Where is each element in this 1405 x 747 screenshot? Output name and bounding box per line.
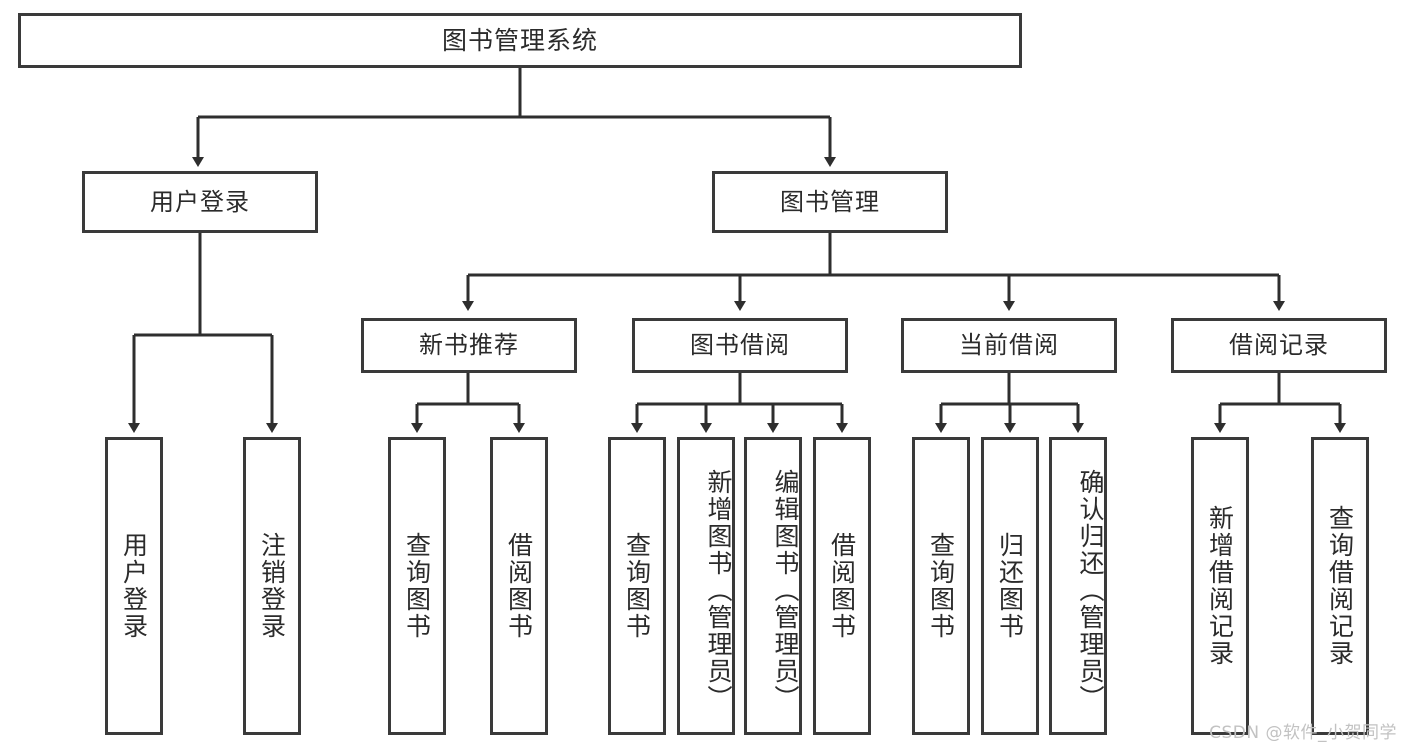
leaf-confirm-return[interactable]: 确认归还（管理员） — [1049, 437, 1107, 735]
leaf-add-book-label: 新增图书（管理员） — [704, 468, 733, 712]
leaf-add-record-label: 新增借阅记录 — [1205, 505, 1235, 667]
node-book-borrow[interactable]: 图书借阅 — [632, 318, 848, 373]
node-new-book-recommend[interactable]: 新书推荐 — [361, 318, 577, 373]
leaf-user-logout-label: 注销登录 — [257, 532, 287, 640]
leaf-query-book-1-label: 查询图书 — [402, 532, 432, 640]
leaf-edit-book-label: 编辑图书（管理员） — [771, 468, 800, 712]
node-current-borrow-label: 当前借阅 — [959, 331, 1059, 360]
node-root-label: 图书管理系统 — [441, 25, 598, 55]
leaf-borrow-book-2-label: 借阅图书 — [827, 532, 857, 640]
leaf-query-record-label: 查询借阅记录 — [1325, 505, 1355, 667]
leaf-borrow-book-1-label: 借阅图书 — [504, 532, 534, 640]
node-borrow-record-label: 借阅记录 — [1229, 331, 1329, 360]
leaf-borrow-book-2[interactable]: 借阅图书 — [813, 437, 871, 735]
leaf-query-book-3-label: 查询图书 — [926, 532, 956, 640]
node-user-login-label: 用户登录 — [150, 187, 250, 216]
node-book-management-label: 图书管理 — [780, 187, 880, 216]
node-book-borrow-label: 图书借阅 — [690, 331, 790, 360]
leaf-borrow-book-1[interactable]: 借阅图书 — [490, 437, 548, 735]
leaf-query-book-2-label: 查询图书 — [622, 532, 652, 640]
leaf-confirm-return-label: 确认归还（管理员） — [1076, 468, 1105, 712]
leaf-query-book-3[interactable]: 查询图书 — [912, 437, 970, 735]
leaf-user-login-label: 用户登录 — [119, 532, 149, 640]
leaf-add-record[interactable]: 新增借阅记录 — [1191, 437, 1249, 735]
node-root[interactable]: 图书管理系统 — [18, 13, 1022, 68]
node-new-book-recommend-label: 新书推荐 — [419, 331, 519, 360]
leaf-user-logout[interactable]: 注销登录 — [243, 437, 301, 735]
leaf-return-book-label: 归还图书 — [995, 532, 1025, 640]
leaf-add-book[interactable]: 新增图书（管理员） — [677, 437, 735, 735]
node-current-borrow[interactable]: 当前借阅 — [901, 318, 1117, 373]
leaf-query-record[interactable]: 查询借阅记录 — [1311, 437, 1369, 735]
node-borrow-record[interactable]: 借阅记录 — [1171, 318, 1387, 373]
leaf-query-book-2[interactable]: 查询图书 — [608, 437, 666, 735]
leaf-query-book-1[interactable]: 查询图书 — [388, 437, 446, 735]
node-user-login[interactable]: 用户登录 — [82, 171, 318, 233]
leaf-user-login[interactable]: 用户登录 — [105, 437, 163, 735]
leaf-edit-book[interactable]: 编辑图书（管理员） — [744, 437, 802, 735]
leaf-return-book[interactable]: 归还图书 — [981, 437, 1039, 735]
node-book-management[interactable]: 图书管理 — [712, 171, 948, 233]
